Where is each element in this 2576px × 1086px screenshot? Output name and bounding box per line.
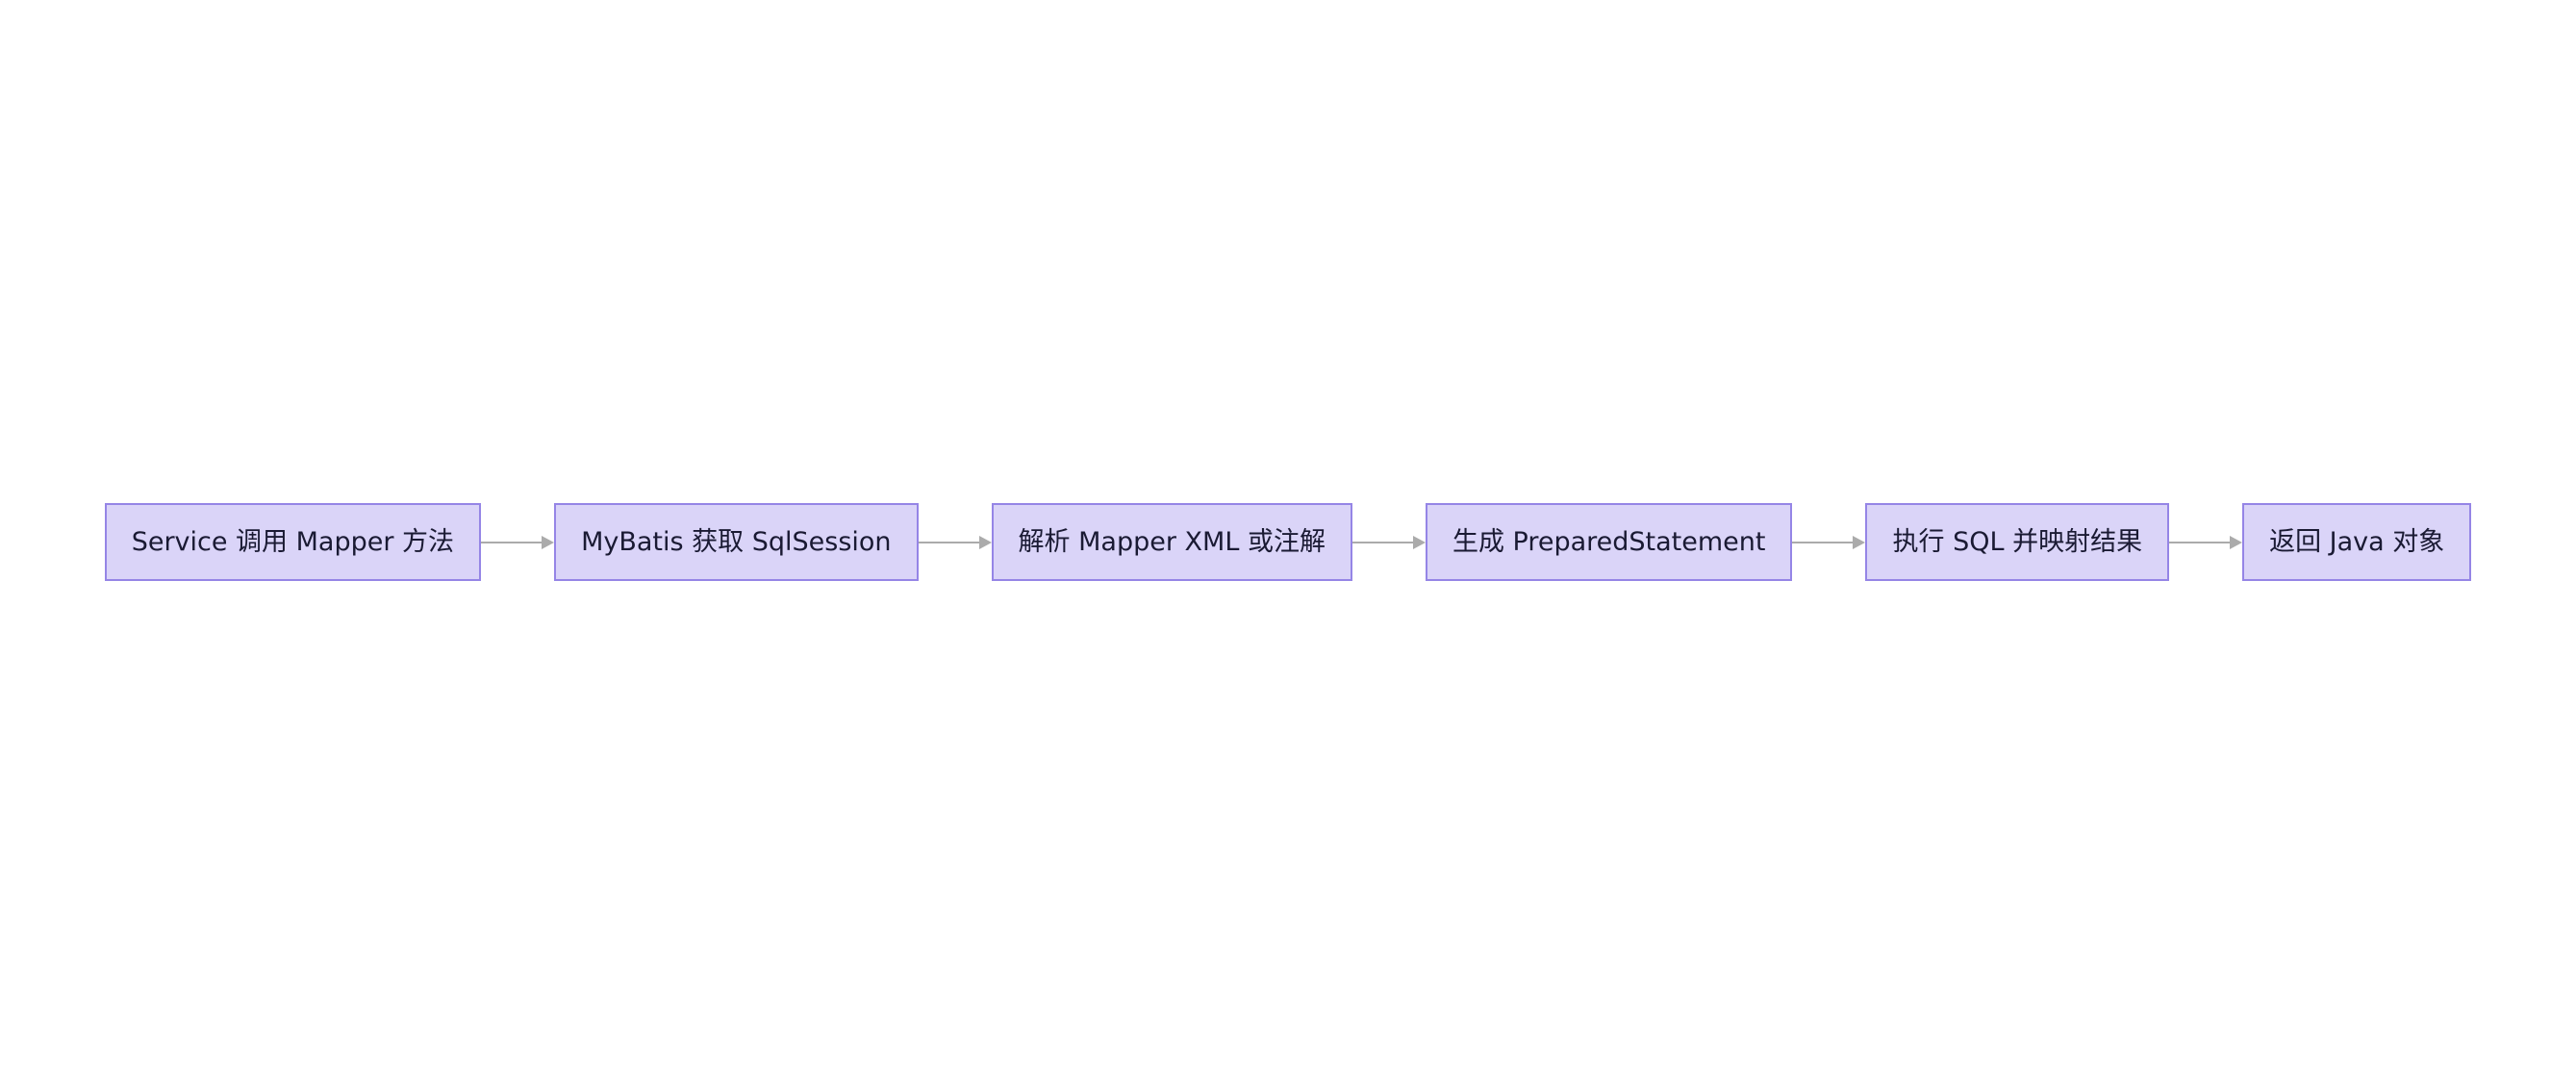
arrow-line bbox=[2169, 541, 2231, 543]
flow-node-label: Service 调用 Mapper 方法 bbox=[131, 527, 455, 557]
flow-node-label: 生成 PreparedStatement bbox=[1452, 527, 1766, 557]
arrowhead-icon bbox=[978, 535, 992, 549]
arrow-line bbox=[1351, 541, 1413, 543]
flow-node-parse-mapper: 解析 Mapper XML 或注解 bbox=[991, 503, 1352, 581]
flow-arrow-5 bbox=[2169, 535, 2243, 549]
flow-node-label: MyBatis 获取 SqlSession bbox=[581, 527, 892, 557]
flow-arrow-3 bbox=[1351, 535, 1426, 549]
flow-node-prepared-statement: 生成 PreparedStatement bbox=[1425, 503, 1793, 581]
arrowhead-icon bbox=[1412, 535, 1426, 549]
flow-arrow-4 bbox=[1792, 535, 1866, 549]
arrow-line bbox=[1792, 541, 1854, 543]
flow-node-execute-sql: 执行 SQL 并映射结果 bbox=[1865, 503, 2170, 581]
flow-node-label: 返回 Java 对象 bbox=[2269, 527, 2445, 557]
flow-node-label: 解析 Mapper XML 或注解 bbox=[1018, 527, 1326, 557]
flow-node-return-java-object: 返回 Java 对象 bbox=[2242, 503, 2472, 581]
flow-arrow-2 bbox=[918, 535, 992, 549]
flow-row: Service 调用 Mapper 方法 MyBatis 获取 SqlSessi… bbox=[0, 503, 2576, 581]
arrow-line bbox=[481, 541, 543, 543]
flow-node-service-call: Service 调用 Mapper 方法 bbox=[104, 503, 482, 581]
arrowhead-icon bbox=[2230, 535, 2243, 549]
arrowhead-icon bbox=[542, 535, 555, 549]
arrow-line bbox=[918, 541, 979, 543]
flow-node-get-sqlsession: MyBatis 获取 SqlSession bbox=[554, 503, 919, 581]
flow-arrow-1 bbox=[481, 535, 555, 549]
flow-node-label: 执行 SQL 并映射结果 bbox=[1892, 527, 2143, 557]
arrowhead-icon bbox=[1853, 535, 1866, 549]
